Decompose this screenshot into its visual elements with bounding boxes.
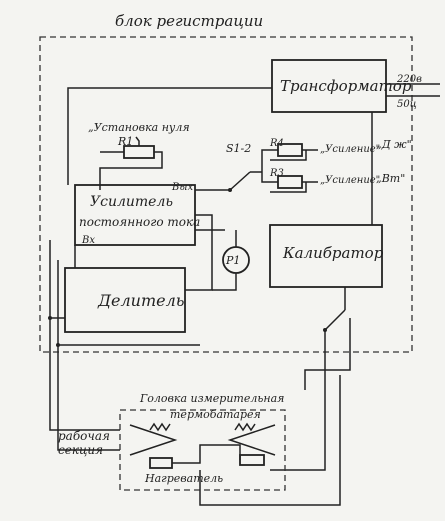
registration-block-title: блок регистрации [115,12,263,30]
transformer-block [271,59,387,113]
heater-label: Нагреватель [144,472,223,485]
switch-s1-2 [229,171,251,191]
calibrator-switch [324,309,346,331]
gain-label-2: „Усиление" [320,175,380,186]
vt-label: „Вт" [376,172,405,185]
divider-block [64,267,186,333]
probe-head-label-2: термобатарея [170,408,261,421]
amplifier-in-label: Вх [81,235,95,246]
r4-label: R4 [269,138,284,149]
thermopile-left [129,424,178,456]
heater-left [149,457,173,469]
amplifier-label-1: Усилитель [90,194,173,210]
switch-label: S1-2 [226,142,251,155]
dzh-label: „Д ж" [376,138,412,151]
meter-label: P1 [225,254,240,267]
r3-label: R3 [269,168,284,179]
calibrator-block [269,224,383,288]
divider-label: Делитель [97,291,185,310]
thermopile-right [227,424,276,456]
amplifier-out-label: Вых [171,182,193,193]
amplifier-label-2: постоянного тока [79,215,200,229]
work-section-label-2: секция [58,443,103,457]
gain-label-1: „Усиление" [320,144,380,155]
mains-voltage-label: 220в [396,74,422,85]
working-section-outline [119,409,286,491]
mains-frequency-label: 50ц [397,99,417,110]
registration-block-outline [39,36,413,353]
work-section-label-1: рабочая [58,429,110,443]
r1-label: R1 [117,135,133,148]
calibrator-label: Калибратор [282,244,384,262]
transformer-label: Трансформатор [280,77,412,95]
probe-head-label-1: Головка измерительная [139,392,284,405]
zero-setting-label: „Установка нуля [88,121,190,134]
heater-right [239,454,265,466]
